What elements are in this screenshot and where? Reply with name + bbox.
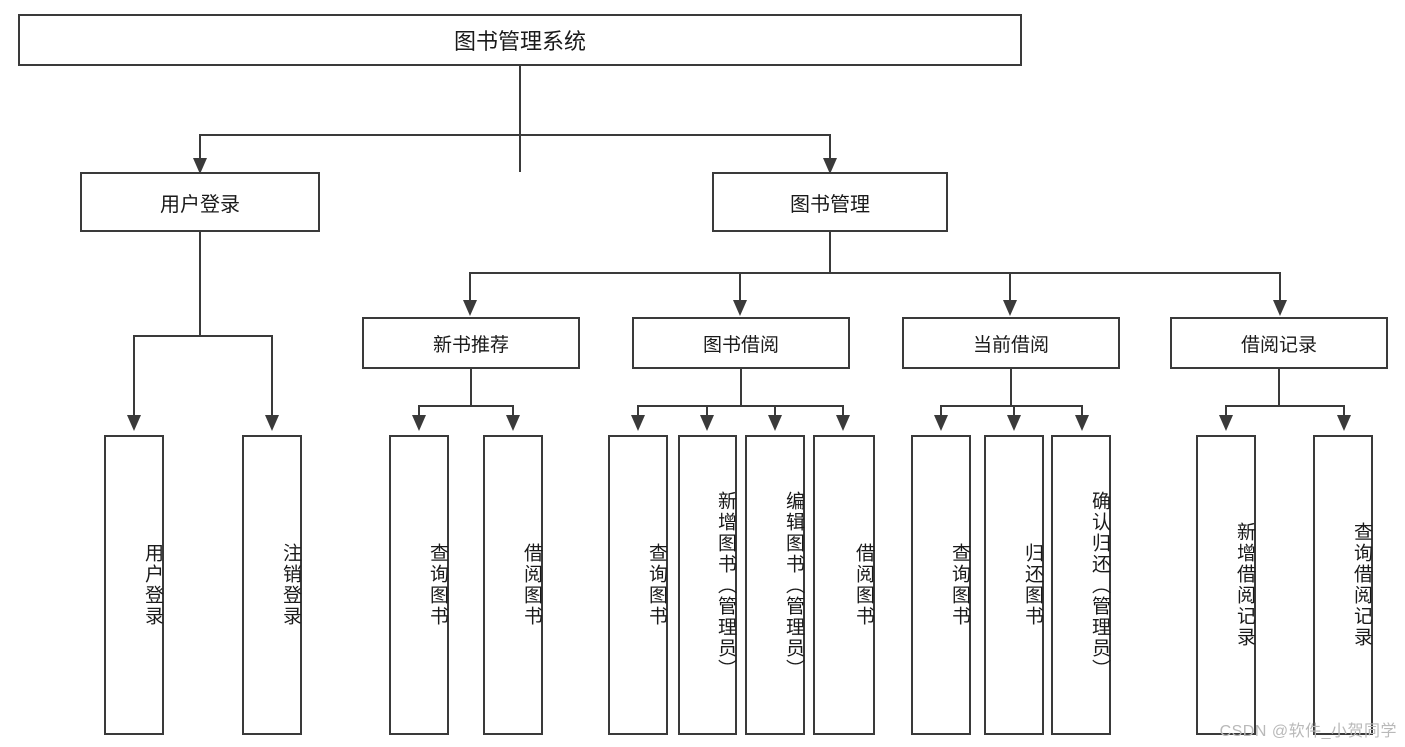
edge-new-book-recommend-trunk <box>470 369 472 405</box>
node-leaf-confirm-return-admin[interactable]: 确认归还（管理员） <box>1051 435 1111 735</box>
edge-user-login-distributor <box>133 335 271 337</box>
leaf-label: 借阅图书 <box>853 543 874 627</box>
arrow-to-leaf-return-book <box>1007 415 1021 431</box>
watermark-text: CSDN @软件_小贺同学 <box>1219 723 1397 740</box>
leaf-label: 编辑图书（管理员） <box>783 490 804 680</box>
edge-root-distributor <box>199 134 831 136</box>
leaf-label: 查询图书 <box>646 543 667 627</box>
arrow-to-user-login <box>193 158 207 174</box>
node-borrow-record-label: 借阅记录 <box>1240 334 1317 356</box>
arrow-to-leaf-query-book-3 <box>934 415 948 431</box>
node-leaf-logout-login[interactable]: 注销登录 <box>242 435 302 735</box>
edge-book-manage-child-3 <box>1009 272 1011 302</box>
arrow-to-book-borrow <box>733 300 747 316</box>
edge-book-borrow-distributor <box>637 405 843 407</box>
node-current-borrow-label: 当前借阅 <box>972 334 1049 356</box>
arrow-to-leaf-add-book-admin <box>700 415 714 431</box>
arrow-to-leaf-add-borrow-record <box>1219 415 1233 431</box>
arrow-to-book-manage <box>823 158 837 174</box>
edge-cb-child-2 <box>1013 405 1015 420</box>
leaf-label: 注销登录 <box>280 543 301 627</box>
edge-nbr-child-2 <box>512 405 514 420</box>
edge-bb-child-1 <box>637 405 639 420</box>
arrow-to-leaf-borrow-book-1 <box>506 415 520 431</box>
node-leaf-edit-book-admin[interactable]: 编辑图书（管理员） <box>745 435 805 735</box>
leaf-label: 查询图书 <box>949 543 970 627</box>
edge-book-manage-child-1 <box>469 272 471 302</box>
leaf-label: 新增借阅记录 <box>1234 522 1255 648</box>
edge-bb-child-3 <box>774 405 776 420</box>
arrow-to-new-book-recommend <box>463 300 477 316</box>
arrow-to-borrow-record <box>1273 300 1287 316</box>
node-root[interactable]: 图书管理系统 <box>18 14 1022 66</box>
edge-new-book-recommend-distributor <box>418 405 513 407</box>
arrow-to-leaf-query-borrow-record <box>1337 415 1351 431</box>
node-leaf-query-book-2[interactable]: 查询图书 <box>608 435 668 735</box>
edge-nbr-child-1 <box>418 405 420 420</box>
edge-br-child-1 <box>1225 405 1227 420</box>
edge-book-manage-child-2 <box>739 272 741 302</box>
arrow-to-current-borrow <box>1003 300 1017 316</box>
edge-current-borrow-trunk <box>1010 369 1012 405</box>
arrow-to-leaf-borrow-book-2 <box>836 415 850 431</box>
edge-root-trunk <box>519 66 521 172</box>
node-user-login[interactable]: 用户登录 <box>80 172 320 232</box>
edge-user-login-child-1 <box>133 335 135 420</box>
node-book-manage-label: 图书管理 <box>790 193 870 216</box>
node-leaf-query-borrow-record[interactable]: 查询借阅记录 <box>1313 435 1373 735</box>
node-book-manage[interactable]: 图书管理 <box>712 172 948 232</box>
node-user-login-label: 用户登录 <box>160 193 240 216</box>
node-current-borrow[interactable]: 当前借阅 <box>902 317 1120 369</box>
node-leaf-add-book-admin[interactable]: 新增图书（管理员） <box>678 435 737 735</box>
node-new-book-recommend[interactable]: 新书推荐 <box>362 317 580 369</box>
arrow-to-leaf-logout-login <box>265 415 279 431</box>
arrow-to-leaf-user-login <box>127 415 141 431</box>
edge-cb-child-3 <box>1081 405 1083 420</box>
arrow-to-leaf-confirm-return-admin <box>1075 415 1089 431</box>
edge-book-manage-distributor <box>469 272 1281 274</box>
edge-user-login-child-2 <box>271 335 273 420</box>
edge-borrow-record-distributor <box>1225 405 1344 407</box>
edge-cb-child-1 <box>940 405 942 420</box>
leaf-label: 查询图书 <box>427 543 448 627</box>
node-leaf-query-book-3[interactable]: 查询图书 <box>911 435 971 735</box>
node-leaf-return-book[interactable]: 归还图书 <box>984 435 1044 735</box>
node-leaf-query-book-1[interactable]: 查询图书 <box>389 435 449 735</box>
edge-bb-child-2 <box>706 405 708 420</box>
leaf-label: 归还图书 <box>1022 543 1043 627</box>
node-root-label: 图书管理系统 <box>453 29 586 54</box>
edge-current-borrow-distributor <box>940 405 1082 407</box>
edge-book-manage-trunk <box>829 232 831 272</box>
edge-root-to-user-login <box>199 134 201 166</box>
leaf-label: 确认归还（管理员） <box>1089 490 1110 680</box>
node-leaf-user-login[interactable]: 用户登录 <box>104 435 164 735</box>
node-leaf-borrow-book-2[interactable]: 借阅图书 <box>813 435 875 735</box>
node-book-borrow[interactable]: 图书借阅 <box>632 317 850 369</box>
node-leaf-borrow-book-1[interactable]: 借阅图书 <box>483 435 543 735</box>
node-book-borrow-label: 图书借阅 <box>702 334 779 356</box>
edge-user-login-trunk <box>199 232 201 335</box>
edge-borrow-record-trunk <box>1278 369 1280 405</box>
leaf-label: 借阅图书 <box>521 543 542 627</box>
edge-book-borrow-trunk <box>740 369 742 405</box>
leaf-label: 新增图书（管理员） <box>715 490 736 680</box>
leaf-label: 用户登录 <box>142 543 163 627</box>
node-new-book-recommend-label: 新书推荐 <box>432 334 509 356</box>
edge-bb-child-4 <box>842 405 844 420</box>
edge-br-child-2 <box>1343 405 1345 420</box>
arrow-to-leaf-query-book-2 <box>631 415 645 431</box>
node-borrow-record[interactable]: 借阅记录 <box>1170 317 1388 369</box>
arrow-to-leaf-edit-book-admin <box>768 415 782 431</box>
edge-root-to-book-manage <box>829 134 831 166</box>
arrow-to-leaf-query-book-1 <box>412 415 426 431</box>
leaf-label: 查询借阅记录 <box>1351 522 1372 648</box>
edge-book-manage-child-4 <box>1279 272 1281 302</box>
node-leaf-add-borrow-record[interactable]: 新增借阅记录 <box>1196 435 1256 735</box>
